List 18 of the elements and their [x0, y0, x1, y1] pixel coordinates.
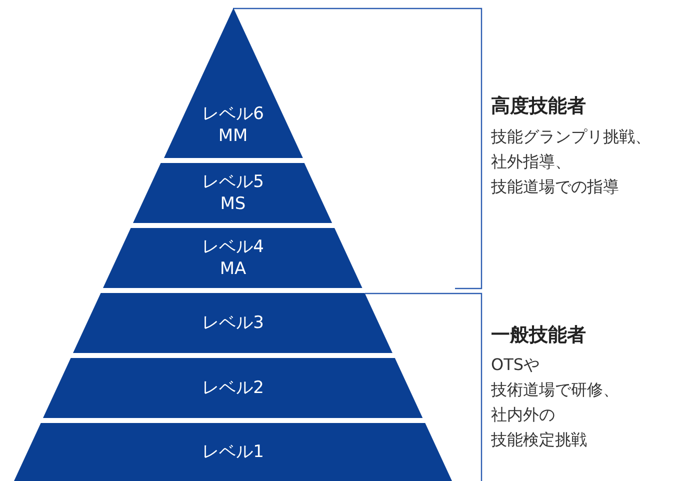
level-label: レベル5: [202, 171, 264, 193]
level-code: MM: [218, 125, 248, 147]
description-line: 技能道場での指導: [491, 177, 619, 198]
level-code: MA: [220, 258, 246, 280]
level-label: レベル6: [202, 103, 264, 125]
level-label: レベル3: [202, 312, 264, 334]
description-line: 社内外の: [491, 405, 555, 426]
description-line: 社外指導、: [491, 152, 571, 173]
level-label: レベル2: [202, 377, 264, 399]
group-heading: 高度技能者: [491, 94, 586, 119]
level-code: MS: [220, 193, 246, 215]
description-line: 技能グランプリ挑戦、: [491, 127, 651, 148]
level-label: レベル1: [202, 441, 264, 463]
group-heading: 一般技能者: [491, 323, 586, 348]
description-line: OTSや: [491, 355, 540, 376]
description-line: 技術道場で研修、: [491, 380, 619, 401]
level-label: レベル4: [202, 236, 264, 258]
description-line: 技能検定挑戦: [491, 430, 587, 451]
